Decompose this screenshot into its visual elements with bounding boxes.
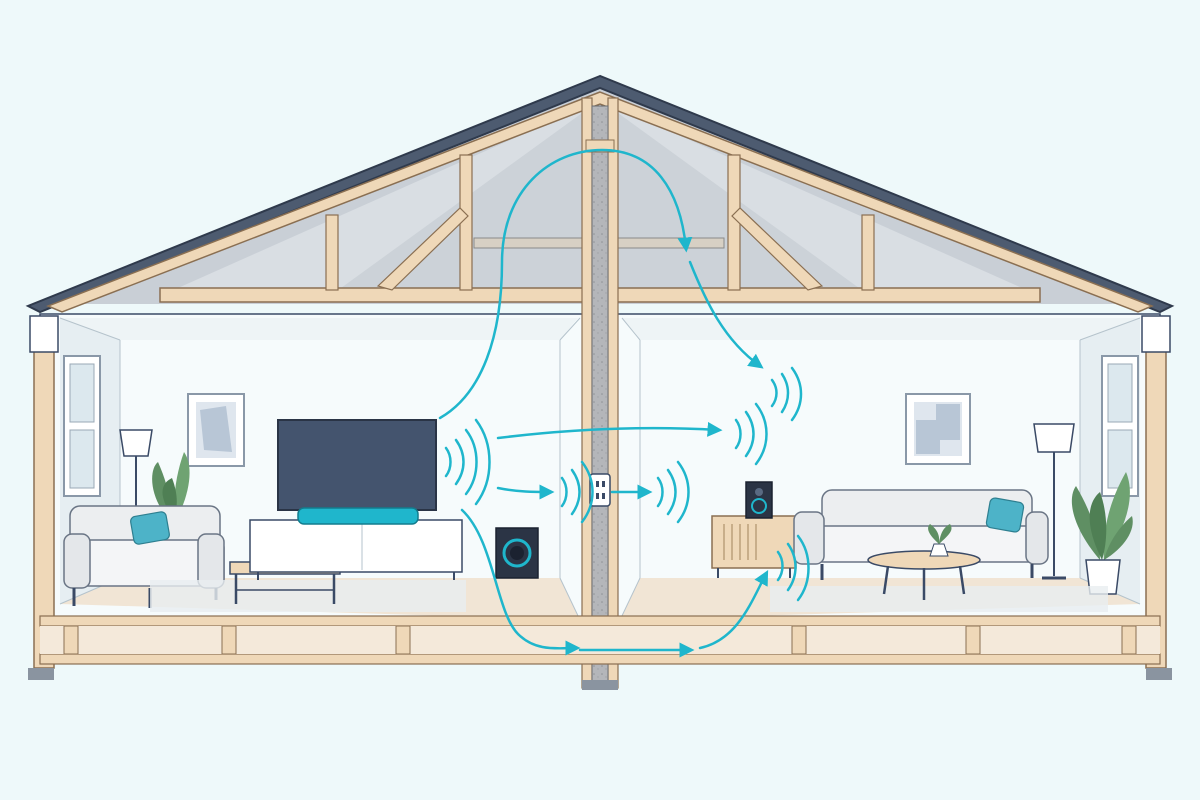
television [277,419,437,511]
right-coffee-table [867,524,981,600]
left-stud [581,97,593,689]
right-rug [770,586,1108,612]
floor-joists [39,615,1161,665]
tv-console [249,519,463,580]
left-wall-art [187,393,245,467]
partition-wall [581,97,619,690]
right-wall-art [905,393,971,465]
sound-paths [438,148,769,658]
outlet-path-in [496,484,555,500]
bottom-plate [39,653,1161,665]
subwoofer [495,527,539,579]
right-room [711,355,1139,612]
right-plant [1071,472,1133,595]
right-room-ceiling [622,318,1140,340]
right-foundation [1146,668,1172,680]
attic-post-1 [325,214,339,291]
center-foundation [582,680,618,690]
soundbar [297,507,419,525]
wall-outlet [589,473,611,507]
left-room-ceiling [60,318,578,340]
attic-path-descent [688,260,764,369]
attic-post-4 [861,214,875,291]
right-stud [607,97,619,689]
attic-brace-left [376,207,469,291]
left-eave-trim [29,315,59,353]
left-rug [150,580,466,612]
subfloor [39,615,1161,627]
right-floor-lamp [1033,423,1075,580]
floor-joist-path-rise [698,570,769,650]
attic-brace-right [731,207,824,291]
sound-waves [444,366,810,602]
wall-insulation-core [591,105,609,689]
left-sofa [63,505,225,608]
joist-blocks [63,625,1137,655]
left-room [63,355,539,612]
left-foundation [28,668,54,680]
rafters [46,91,1154,313]
bookshelf-speaker [745,481,773,519]
right-window [1101,355,1139,497]
attic-path-rise [438,148,693,420]
floor-joist-path [460,508,581,656]
right-sofa-pillow [985,497,1025,533]
left-sofa-pillow [130,511,170,545]
left-window [63,355,101,497]
right-eave-trim [1141,315,1171,353]
roof-shingles [25,74,1175,314]
right-sofa [793,489,1049,580]
through-wall-path [496,421,723,440]
